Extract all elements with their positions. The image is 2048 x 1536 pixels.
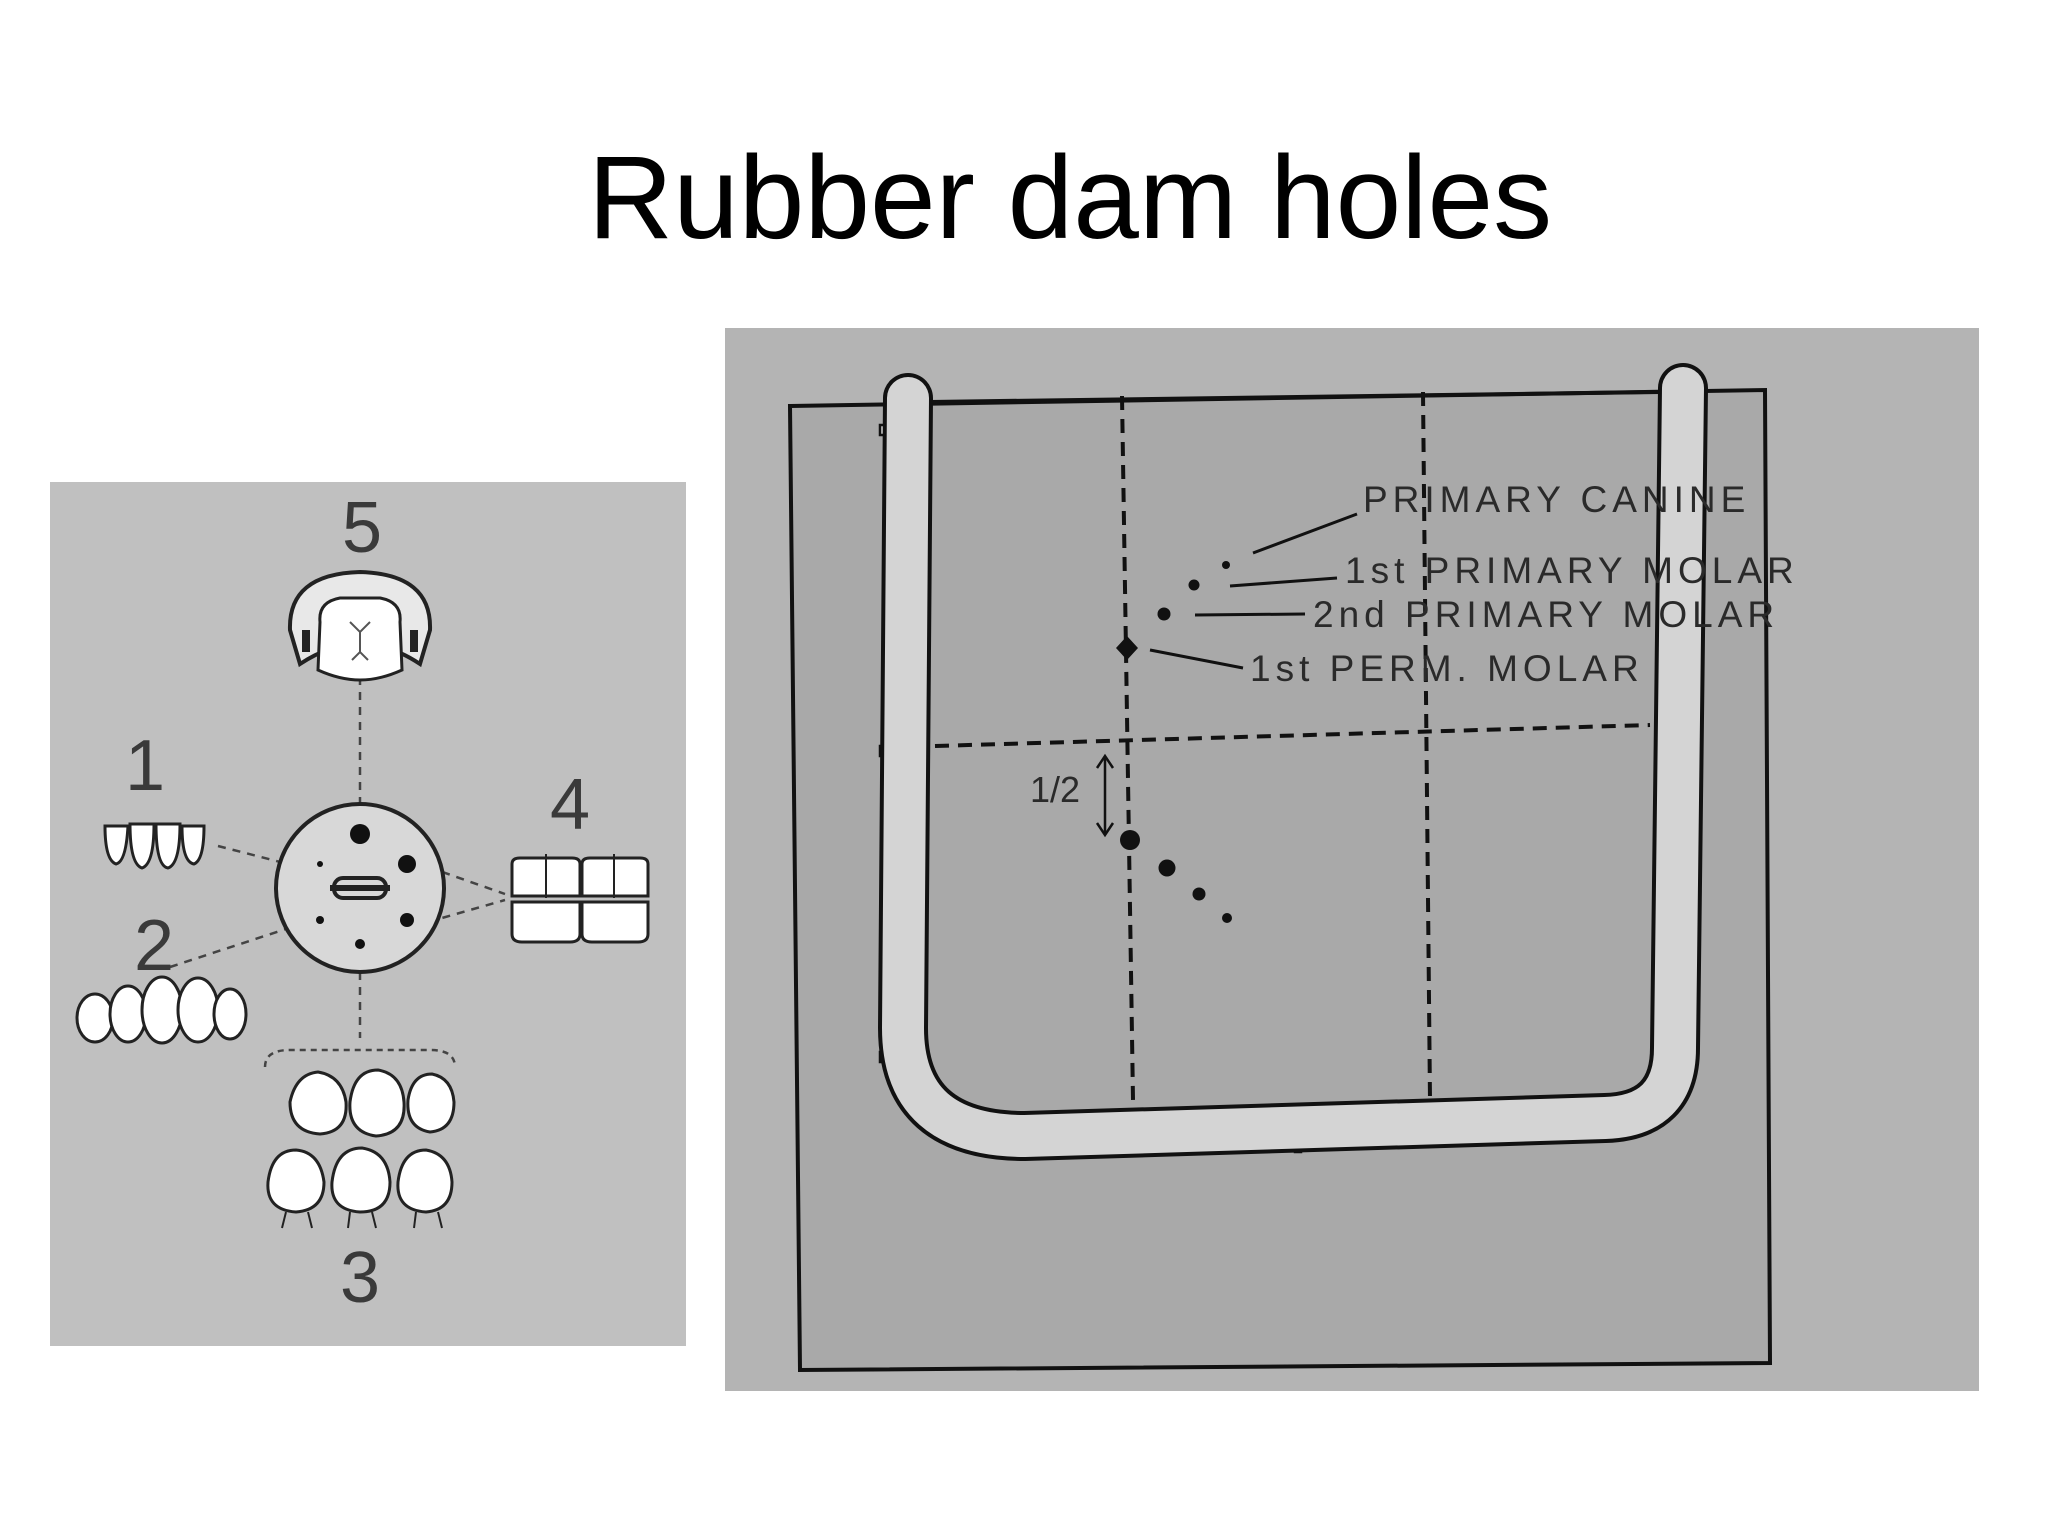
guide-line-4b	[427, 898, 506, 924]
lower-holes	[1120, 830, 1232, 923]
grid-lines	[934, 391, 1651, 1101]
label-first-primary-molar: 1st PRIMARY MOLAR	[1345, 550, 1799, 591]
upper-anteriors-icon	[75, 975, 248, 1045]
leader-lines	[1149, 512, 1358, 670]
lower-incisors-icon	[103, 822, 206, 870]
half-spacing-arrow	[1095, 753, 1115, 838]
label-second-primary-molar: 2nd PRIMARY MOLAR	[1313, 594, 1779, 635]
dam-frame	[877, 363, 1708, 1162]
upper-holes	[1116, 561, 1230, 660]
slide-title: Rubber dam holes	[587, 132, 1553, 264]
punch-diagram: 5 1 4 2 3	[75, 488, 650, 1318]
frame-diagram-panel: 1/2 PRIMARY CANINE 1st PRIMARY MOLAR 2nd…	[725, 328, 1979, 1391]
punch-table-icon	[274, 802, 446, 974]
dam-sheet	[787, 387, 1773, 1373]
label-position-1: 1	[125, 726, 165, 806]
label-position-2: 2	[134, 906, 174, 986]
label-position-5: 5	[342, 488, 382, 568]
frame-diagram: 1/2 PRIMARY CANINE 1st PRIMARY MOLAR 2nd…	[787, 363, 1799, 1373]
sheet-top-edge	[929, 390, 1661, 404]
guide-line-4a	[427, 865, 506, 896]
grid-vertical-1	[1120, 395, 1135, 1101]
punch-diagram-panel: 5 1 4 2 3	[50, 482, 686, 1346]
label-position-3: 3	[340, 1238, 380, 1318]
grid-horizontal	[934, 723, 1651, 748]
molar-clamp-icon	[287, 569, 433, 682]
label-position-4: 4	[550, 765, 590, 845]
bracket-3	[263, 1048, 457, 1068]
posterior-teeth-icon	[510, 854, 650, 944]
lower-posterior-teeth-icon	[266, 1068, 456, 1229]
label-first-perm-molar: 1st PERM. MOLAR	[1250, 648, 1644, 689]
label-primary-canine: PRIMARY CANINE	[1363, 479, 1750, 520]
grid-vertical-2	[1421, 391, 1432, 1101]
guide-line-2	[169, 925, 293, 969]
half-spacing-label: 1/2	[1030, 769, 1080, 810]
